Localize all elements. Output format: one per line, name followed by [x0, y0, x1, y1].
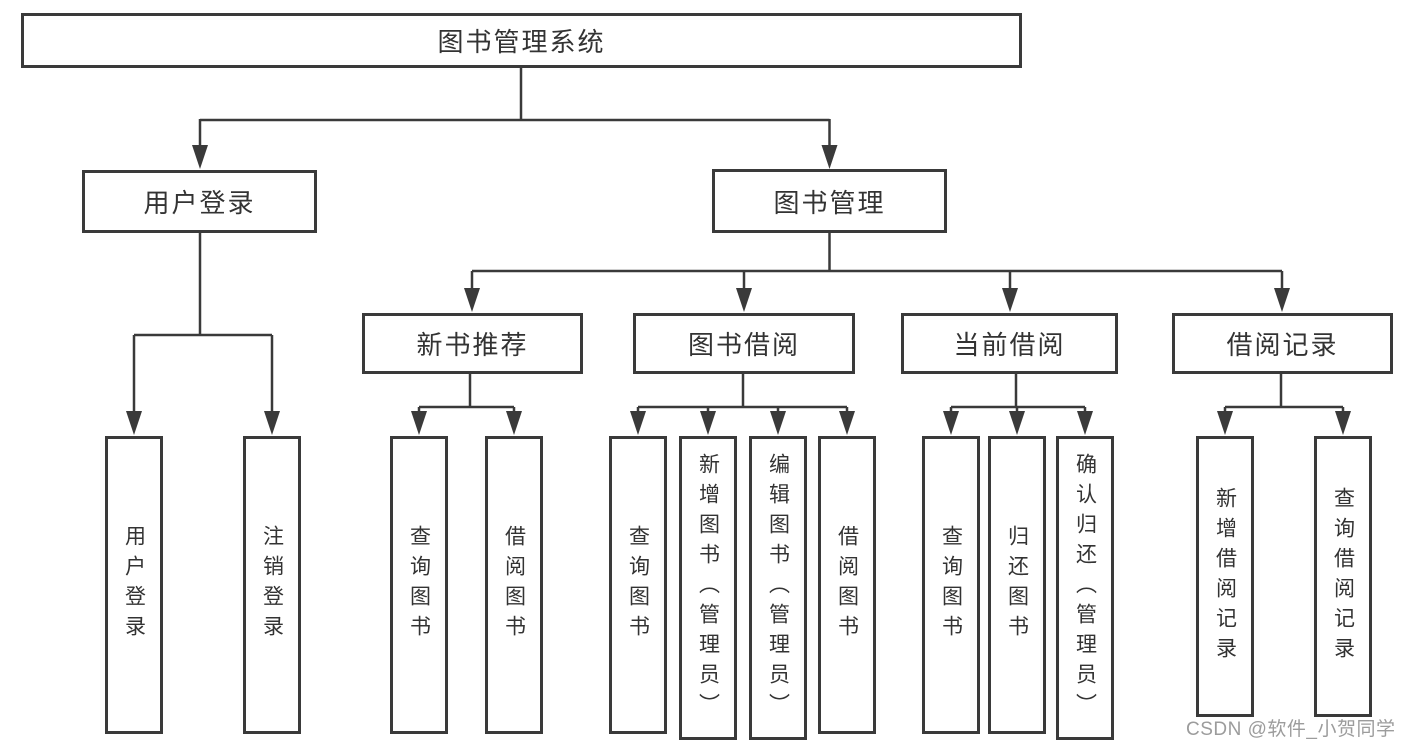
leaf-query-books-borrow-label: 查询图书: [626, 525, 650, 645]
leaf-query-borrow-record: 查询借阅记录: [1314, 436, 1372, 717]
node-root-label: 图书管理系统: [437, 27, 606, 57]
leaf-query-books-recommend: 查询图书: [390, 436, 448, 734]
leaf-add-borrow-record-label: 新增借阅记录: [1213, 486, 1237, 667]
node-new-book-recommend-label: 新书推荐: [416, 330, 529, 360]
leaf-logout: 注销登录: [243, 436, 301, 734]
node-borrow-records-label: 借阅记录: [1226, 330, 1339, 360]
node-book-borrow: 图书借阅: [633, 313, 855, 374]
leaf-user-login-label: 用户登录: [122, 525, 146, 645]
node-user-login-label: 用户登录: [143, 188, 256, 218]
leaf-return-books: 归还图书: [988, 436, 1046, 734]
leaf-add-borrow-record: 新增借阅记录: [1196, 436, 1254, 717]
leaf-query-books-borrow: 查询图书: [609, 436, 667, 734]
leaf-add-book-admin-label: 新增图书（管理员）: [696, 453, 720, 723]
leaf-query-books-current-label: 查询图书: [939, 525, 963, 645]
leaf-confirm-return-admin-label: 确认归还（管理员）: [1073, 453, 1097, 723]
leaf-borrow-books-recommend: 借阅图书: [485, 436, 543, 734]
leaf-query-books-recommend-label: 查询图书: [407, 525, 431, 645]
leaf-user-login: 用户登录: [105, 436, 163, 734]
watermark: CSDN @软件_小贺同学: [1186, 719, 1396, 740]
node-current-borrow-label: 当前借阅: [953, 330, 1066, 360]
leaf-query-books-current: 查询图书: [922, 436, 980, 734]
node-root: 图书管理系统: [21, 13, 1022, 68]
leaf-logout-label: 注销登录: [260, 525, 284, 645]
leaf-return-books-label: 归还图书: [1005, 525, 1029, 645]
node-book-borrow-label: 图书借阅: [687, 330, 800, 360]
node-new-book-recommend: 新书推荐: [362, 313, 583, 374]
node-book-management-label: 图书管理: [773, 187, 886, 218]
leaf-confirm-return-admin: 确认归还（管理员）: [1056, 436, 1114, 740]
leaf-edit-book-admin-label: 编辑图书（管理员）: [766, 453, 790, 723]
node-user-login: 用户登录: [82, 170, 317, 233]
node-borrow-records: 借阅记录: [1172, 313, 1393, 374]
leaf-query-borrow-record-label: 查询借阅记录: [1331, 486, 1355, 667]
leaf-borrow-books-label: 借阅图书: [835, 525, 859, 645]
node-current-borrow: 当前借阅: [901, 313, 1118, 374]
leaf-edit-book-admin: 编辑图书（管理员）: [749, 436, 807, 740]
leaf-borrow-books: 借阅图书: [818, 436, 876, 734]
leaf-add-book-admin: 新增图书（管理员）: [679, 436, 737, 740]
leaf-borrow-books-recommend-label: 借阅图书: [502, 525, 526, 645]
node-book-management: 图书管理: [712, 169, 947, 233]
